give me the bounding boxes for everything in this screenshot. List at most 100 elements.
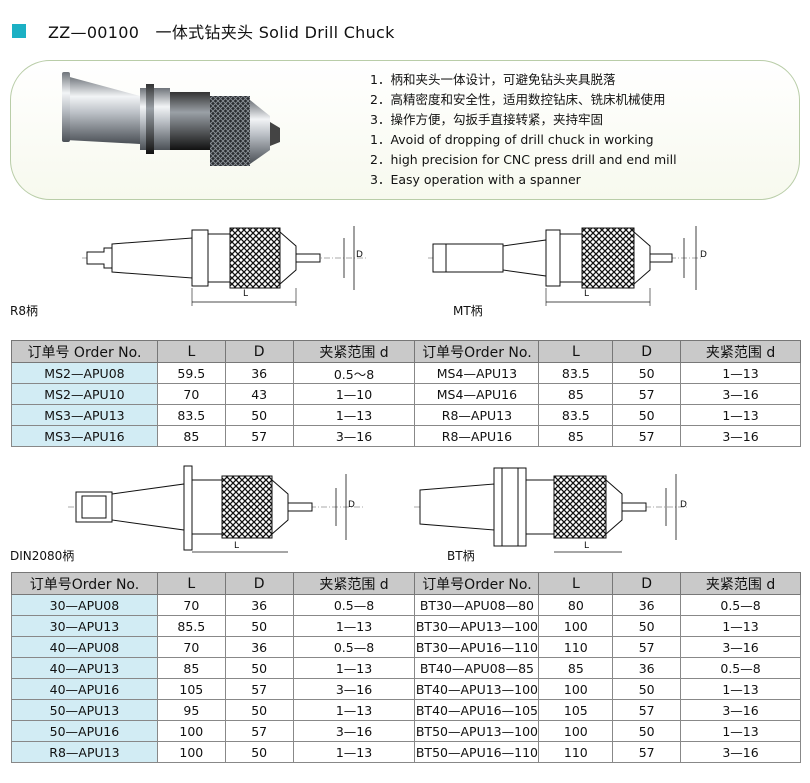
table-cell: 36	[224, 636, 294, 658]
table-cell: 36	[612, 657, 682, 679]
dim-l: L	[234, 541, 240, 551]
table-cell: 0.5—8	[292, 594, 416, 616]
table-cell: R8—APU13	[414, 404, 540, 426]
r8-shank-drawing	[82, 226, 367, 306]
spec-table-din-bt: 订单号Order No. L D 夹紧范围 d 订单号Order No. L D…	[11, 572, 801, 763]
table-cell: 57	[224, 425, 294, 447]
table-cell: R8—APU16	[414, 425, 540, 447]
r8-caption: R8柄	[10, 304, 38, 318]
dim-d: D	[348, 500, 355, 510]
table-cell: 57	[612, 636, 682, 658]
page-title: ZZ—00100 一体式钻夹头 Solid Drill Chuck	[48, 23, 395, 42]
table-cell: 3—16	[680, 636, 801, 658]
table-cell: 1—13	[680, 362, 801, 384]
feature-list: 1．柄和夹头一体设计，可避免钻头夹具脱落 2．高精密度和安全性，适用数控钻床、铣…	[370, 70, 677, 190]
order-number-cell: 40—APU16	[11, 678, 158, 700]
table-cell: 100	[156, 720, 226, 742]
table-cell: BT50—APU13—100	[414, 720, 540, 742]
column-header: L	[156, 572, 226, 595]
table-cell: 36	[612, 594, 682, 616]
table-cell: 3—16	[292, 678, 416, 700]
dim-d: D	[680, 500, 687, 510]
table-cell: 50	[612, 362, 682, 384]
table-cell: 59.5	[156, 362, 226, 384]
table-cell: 83.5	[538, 362, 614, 384]
spec-table-ms-r8: 订单号 Order No. L D 夹紧范围 d 订单号Order No. L …	[11, 340, 801, 447]
feature-item: 3．Easy operation with a spanner	[370, 172, 581, 187]
table-cell: 1—13	[292, 615, 416, 637]
table-cell: 105	[156, 678, 226, 700]
mt-caption: MT柄	[453, 304, 483, 318]
table-cell: 50	[224, 741, 294, 763]
table-cell: 36	[224, 594, 294, 616]
table-cell: 70	[156, 594, 226, 616]
order-number-cell: MS3—APU13	[11, 404, 158, 426]
table-cell: 1—13	[680, 615, 801, 637]
mt-shank-drawing	[428, 226, 703, 306]
table-cell: BT30—APU16—110	[414, 636, 540, 658]
table-cell: BT50—APU16—110	[414, 741, 540, 763]
table-cell: 70	[156, 636, 226, 658]
table-cell: 100	[156, 741, 226, 763]
table-cell: BT40—APU08—85	[414, 657, 540, 679]
feature-item: 1．Avoid of dropping of drill chuck in wo…	[370, 132, 654, 147]
table-cell: 50	[612, 615, 682, 637]
column-header: 订单号Order No.	[11, 572, 158, 595]
column-header: D	[612, 340, 682, 363]
table-cell: 50	[224, 657, 294, 679]
page-header: ZZ—00100 一体式钻夹头 Solid Drill Chuck	[12, 18, 395, 44]
table-cell: 43	[224, 383, 294, 405]
order-number-cell: MS2—APU08	[11, 362, 158, 384]
table-cell: MS4—APU16	[414, 383, 540, 405]
table-cell: 50	[612, 678, 682, 700]
table-cell: 1—13	[680, 678, 801, 700]
table-cell: 57	[612, 699, 682, 721]
order-number-cell: 30—APU13	[11, 615, 158, 637]
bt-shank-drawing	[414, 467, 689, 553]
dim-l: L	[243, 289, 249, 299]
table-cell: 1—10	[292, 383, 416, 405]
table-cell: BT30—APU13—100	[414, 615, 540, 637]
table-cell: 1—13	[680, 720, 801, 742]
table-cell: 85.5	[156, 615, 226, 637]
table-cell: 57	[612, 383, 682, 405]
table-cell: 50	[224, 699, 294, 721]
table-cell: 85	[538, 425, 614, 447]
table-cell: MS4—APU13	[414, 362, 540, 384]
column-header: L	[538, 340, 614, 363]
table-cell: 1—13	[292, 741, 416, 763]
column-header: 夹紧范围 d	[680, 340, 801, 363]
table-cell: 105	[538, 699, 614, 721]
table-cell: 85	[156, 657, 226, 679]
order-number-cell: 30—APU08	[11, 594, 158, 616]
table-cell: 50	[612, 720, 682, 742]
table-cell: 0.5—8	[680, 657, 801, 679]
column-header: L	[538, 572, 614, 595]
table-cell: 50	[224, 404, 294, 426]
feature-item: 2．高精密度和安全性，适用数控钻床、铣床机械使用	[370, 92, 666, 107]
table-cell: 83.5	[156, 404, 226, 426]
table-cell: 95	[156, 699, 226, 721]
order-number-cell: 40—APU08	[11, 636, 158, 658]
table-cell: 110	[538, 636, 614, 658]
order-number-cell: 40—APU13	[11, 657, 158, 679]
feature-item: 2．high precision for CNC press drill and…	[370, 152, 677, 167]
table-cell: 57	[224, 678, 294, 700]
feature-item: 3．操作方便，勾扳手直接转紧，夹持牢固	[370, 112, 603, 127]
table-cell: 57	[612, 425, 682, 447]
table-cell: 70	[156, 383, 226, 405]
order-number-cell: MS3—APU16	[11, 425, 158, 447]
order-number-cell: R8—APU13	[11, 741, 158, 763]
table-cell: 85	[538, 383, 614, 405]
table-cell: 3—16	[680, 741, 801, 763]
